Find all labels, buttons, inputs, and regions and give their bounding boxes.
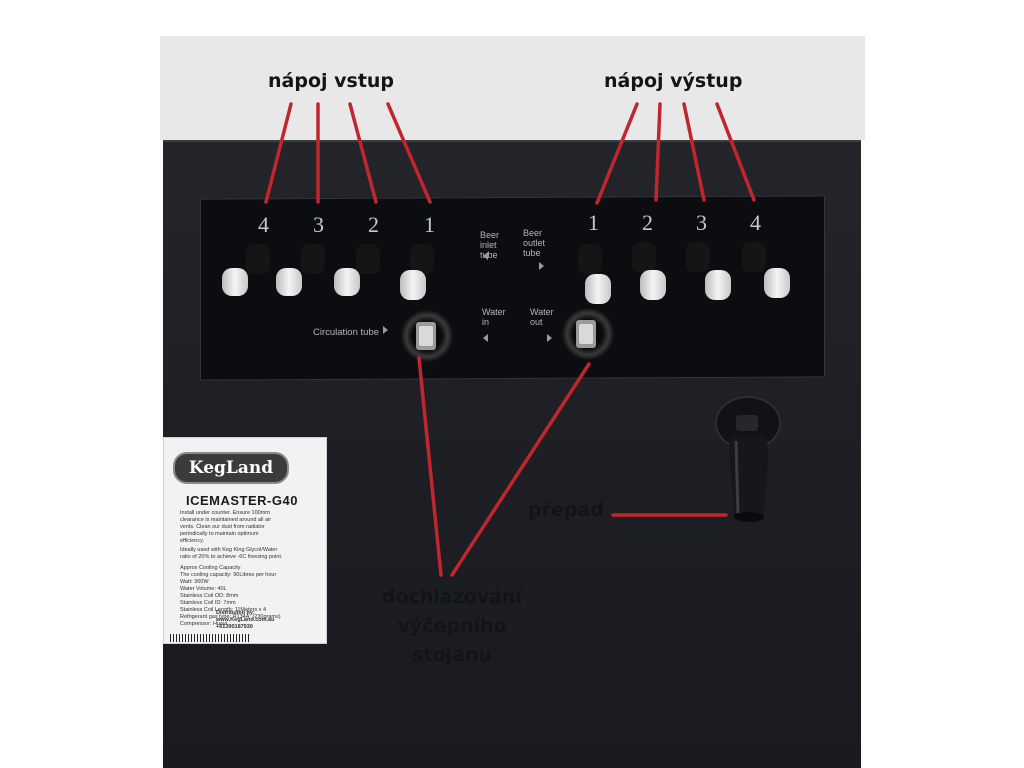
inlet-number: 2	[368, 212, 379, 237]
circulation-label: Circulation tube	[313, 327, 380, 338]
model-name: ICEMASTER-G40	[186, 493, 298, 508]
barcode	[170, 634, 250, 642]
fittings-svg	[222, 242, 790, 362]
outlet-number: 1	[588, 210, 599, 235]
water-out-fitting	[562, 308, 614, 360]
water-in-fitting	[401, 310, 453, 362]
inlet-title: nápoj vstup	[268, 70, 395, 92]
keglands-logo: KegLand	[173, 452, 289, 484]
inlet-number: 4	[258, 212, 269, 237]
inlet-fitting-3	[276, 244, 325, 296]
wall-background	[160, 36, 865, 140]
arrow-left-icon	[483, 334, 488, 342]
outlet-number: 2	[642, 210, 653, 235]
inlet-fitting-4	[222, 244, 270, 296]
outlet-fitting-2	[632, 242, 666, 300]
label-text: Install under counter. Ensure 100mm clea…	[180, 510, 283, 627]
outlet-fitting-3	[686, 242, 731, 300]
outlet-number: 4	[750, 210, 761, 235]
inlet-number: 1	[424, 212, 435, 237]
distributor-info: Distributed by: www.KegLand.com.au +6139…	[216, 610, 275, 630]
inlet-fitting-2	[334, 244, 380, 296]
inlet-fitting-1	[400, 244, 434, 300]
outlet-number: 3	[696, 210, 707, 235]
overflow-label: přepad	[528, 499, 604, 521]
cooling-label: dochlazování výčepního stojanu	[381, 586, 523, 666]
arrow-left-icon	[483, 252, 488, 260]
inlet-number: 3	[313, 212, 324, 237]
outlet-fitting-1	[578, 244, 611, 304]
outlet-fitting-4	[742, 242, 790, 298]
overflow-tap	[715, 396, 781, 522]
arrow-right-icon	[539, 262, 544, 270]
outlet-title: nápoj výstup	[604, 70, 743, 92]
product-label: KegLand ICEMASTER-G40 Install under coun…	[163, 437, 327, 644]
arrow-right-icon	[547, 334, 552, 342]
arrow-right-icon	[383, 326, 388, 334]
